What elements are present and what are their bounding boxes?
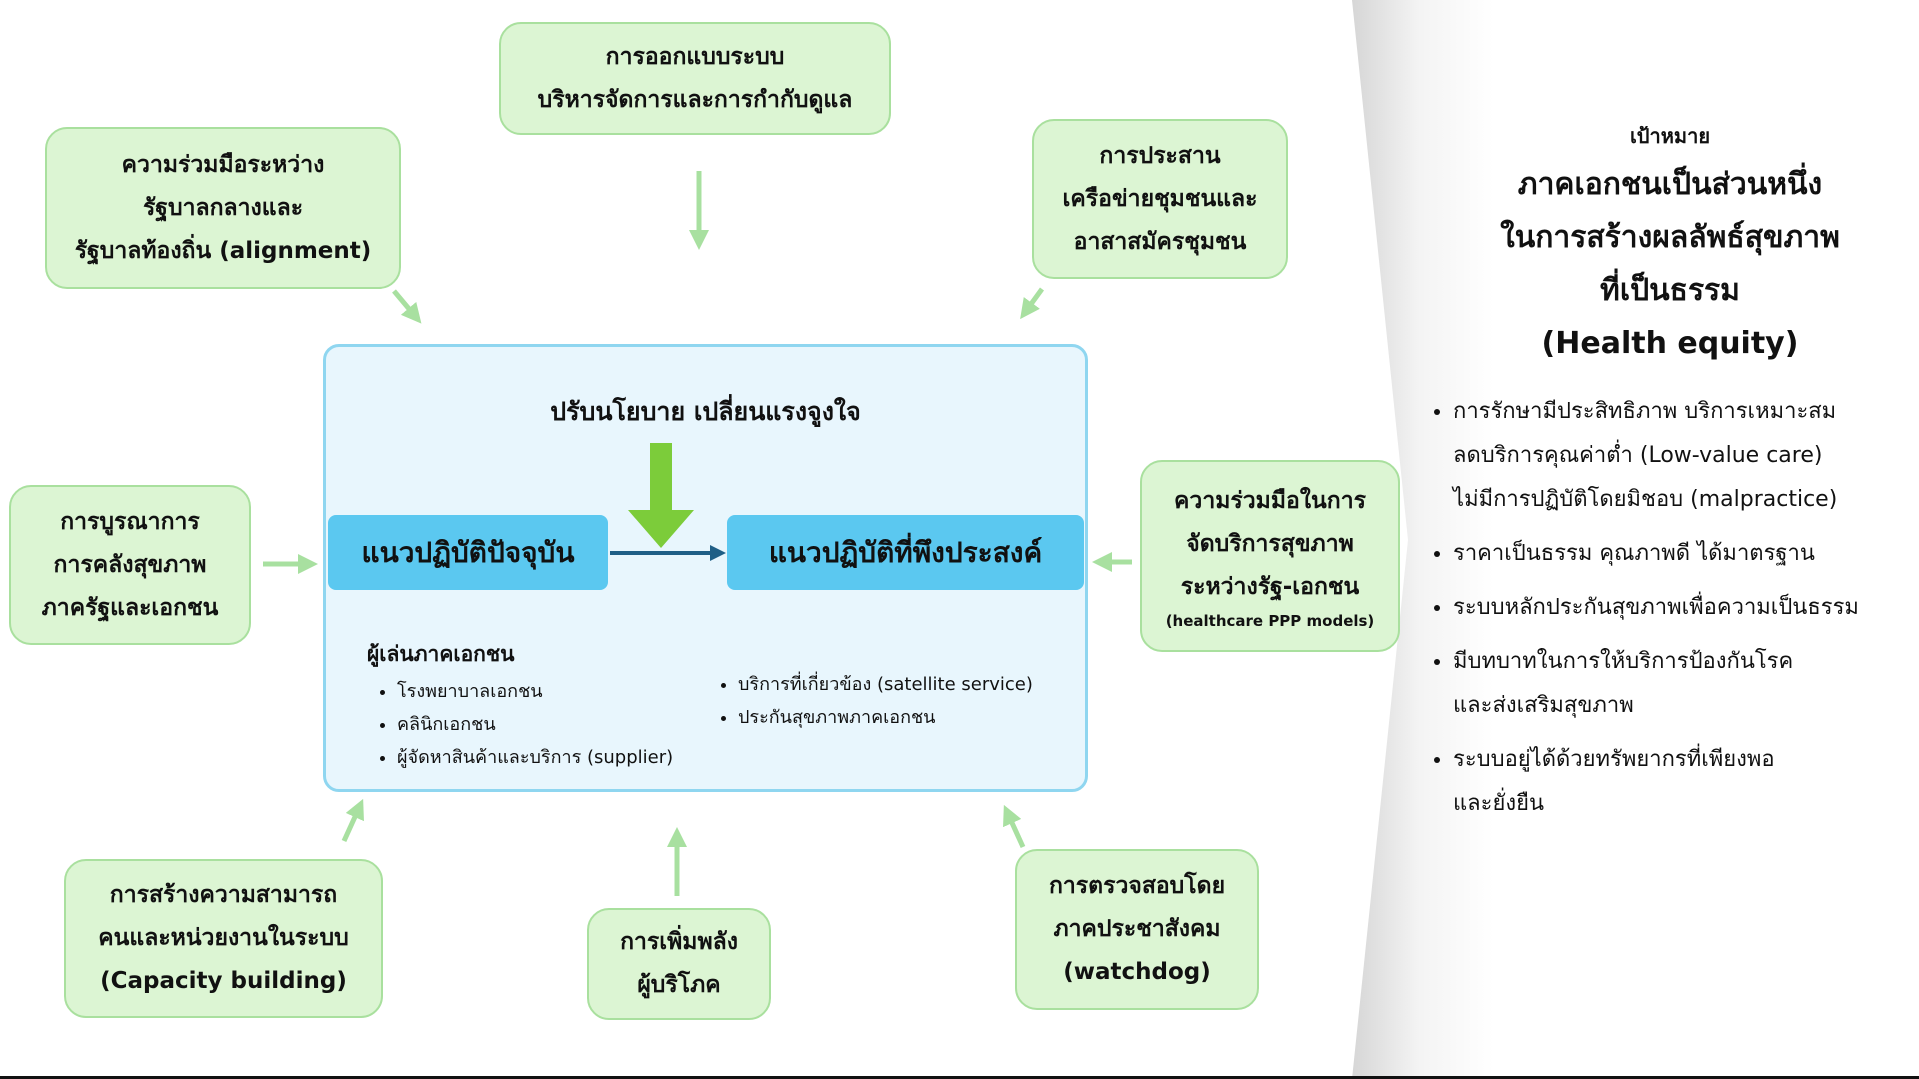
goal-line: ลดบริการคุณค่าต่ำ (Low-value care) <box>1453 443 1823 468</box>
box-health-finance-integration: การบูรณาการ การคลังสุขภาพ ภาครัฐและเอกชน <box>9 485 251 645</box>
box-line: (Capacity building) <box>100 968 347 994</box>
box-line: ระหว่างรัฐ-เอกชน <box>1180 573 1360 600</box>
box-line: การคลังสุขภาพ <box>53 551 207 578</box>
box-central-local-alignment: ความร่วมมือระหว่าง รัฐบาลกลางและ รัฐบาลท… <box>45 127 401 289</box>
player-item: คลินิกเอกชน <box>397 708 673 741</box>
box-line: คนและหน่วยงานในระบบ <box>98 925 349 951</box>
goal-line: มีบทบาทในการให้บริการป้องกันโรค <box>1453 649 1794 674</box>
box-line: ผู้บริโภค <box>637 972 721 998</box>
goal-line: และยั่งยืน <box>1453 791 1545 816</box>
box-line: ความร่วมมือในการ <box>1174 487 1366 514</box>
goal-item: มีบทบาทในการให้บริการป้องกันโรค และส่งเส… <box>1453 640 1919 728</box>
box-line: การตรวจสอบโดย <box>1048 873 1226 899</box>
goal-line: ไม่มีการปฏิบัติโดยมิชอบ (malpractice) <box>1453 487 1838 512</box>
box-line: ภาคประชาสังคม <box>1053 916 1221 942</box>
box-watchdog: การตรวจสอบโดย ภาคประชาสังคม (watchdog) <box>1015 849 1259 1010</box>
player-item: บริการที่เกี่ยวข้อง (satellite service) <box>738 668 1033 701</box>
box-line: ภาครัฐและเอกชน <box>41 594 219 621</box>
box-line: การออกแบบระบบ <box>605 43 785 70</box>
current-practice-label: แนวปฏิบัติปัจจุบัน <box>328 515 608 590</box>
box-line: จัดบริการสุขภาพ <box>1186 530 1354 557</box>
box-line: บริหารจัดการและการกำกับดูแล <box>537 86 853 113</box>
goal-item: ระบบหลักประกันสุขภาพเพื่อความเป็นธรรม <box>1453 586 1919 630</box>
goal-line: ราคาเป็นธรรม คุณภาพดี ได้มาตรฐาน <box>1453 541 1815 566</box>
goal-list: การรักษามีประสิทธิภาพ บริการเหมาะสม ลดบร… <box>1425 390 1919 836</box>
goal-line: และส่งเสริมสุขภาพ <box>1453 693 1634 718</box>
goal-title-line: ในการสร้างผลลัพธ์สุขภาพ <box>1500 220 1840 255</box>
player-item: ประกันสุขภาพภาคเอกชน <box>738 701 1033 734</box>
goal-line: ระบบหลักประกันสุขภาพเพื่อความเป็นธรรม <box>1453 595 1859 620</box>
goal-title-line: ภาคเอกชนเป็นส่วนหนึ่ง <box>1517 167 1823 202</box>
box-line: รัฐบาลกลางและ <box>142 194 304 221</box>
arrow-bottom-left <box>341 798 364 843</box>
box-consumer-empowerment: การเพิ่มพลัง ผู้บริโภค <box>587 908 771 1020</box>
goal-item: การรักษามีประสิทธิภาพ บริการเหมาะสม ลดบร… <box>1453 390 1919 522</box>
goal-line: การรักษามีประสิทธิภาพ บริการเหมาะสม <box>1453 399 1837 424</box>
goal-heading: เป้าหมาย ภาคเอกชนเป็นส่วนหนึ่ง ในการสร้า… <box>1440 120 1900 370</box>
box-line: ความร่วมมือระหว่าง <box>121 151 325 178</box>
box-line: การบูรณาการ <box>60 508 200 535</box>
box-capacity-building: การสร้างความสามารถ คนและหน่วยงานในระบบ (… <box>64 859 383 1018</box>
arrow-top-right <box>1020 287 1045 320</box>
desired-practice-label: แนวปฏิบัติที่พึงประสงค์ <box>727 515 1084 590</box>
player-item: โรงพยาบาลเอกชน <box>397 675 673 708</box>
box-line: การประสาน <box>1099 142 1221 169</box>
box-ppp-models: ความร่วมมือในการ จัดบริการสุขภาพ ระหว่าง… <box>1140 460 1400 652</box>
box-line: รัฐบาลท้องถิ่น (alignment) <box>74 237 372 264</box>
box-line: (watchdog) <box>1063 959 1211 985</box>
box-line: การสร้างความสามารถ <box>109 882 338 908</box>
bottom-border <box>0 1076 1919 1079</box>
private-players-right: บริการที่เกี่ยวข้อง (satellite service) … <box>708 668 1033 734</box>
policy-heading: ปรับนโยบาย เปลี่ยนแรงจูงใจ <box>550 397 861 426</box>
box-line: การเพิ่มพลัง <box>620 929 738 955</box>
goal-title-line: (Health equity) <box>1541 326 1799 361</box>
box-line: (healthcare PPP models) <box>1165 611 1375 630</box>
goal-title-line: ที่เป็นธรรม <box>1600 273 1740 308</box>
goal-label: เป้าหมาย <box>1629 124 1711 148</box>
box-line: อาสาสมัครชุมชน <box>1073 228 1247 255</box>
arrow-top-left <box>392 289 422 324</box>
box-line: เครือข่ายชุมชนและ <box>1062 185 1258 212</box>
private-players-left: ผู้เล่นภาคเอกชน โรงพยาบาลเอกชน คลินิกเอก… <box>367 638 673 774</box>
goal-line: ระบบอยู่ได้ด้วยทรัพยากรที่เพียงพอ <box>1453 747 1775 772</box>
box-system-design: การออกแบบระบบ บริหารจัดการและการกำกับดูแ… <box>499 22 891 135</box>
goal-item: ราคาเป็นธรรม คุณภาพดี ได้มาตรฐาน <box>1453 532 1919 576</box>
players-heading: ผู้เล่นภาคเอกชน <box>367 642 515 666</box>
player-item: ผู้จัดหาสินค้าและบริการ (supplier) <box>397 741 673 774</box>
arrow-bottom-right <box>1003 804 1026 849</box>
box-community-network: การประสาน เครือข่ายชุมชนและ อาสาสมัครชุม… <box>1032 119 1288 279</box>
goal-item: ระบบอยู่ได้ด้วยทรัพยากรที่เพียงพอ และยั่… <box>1453 738 1919 826</box>
